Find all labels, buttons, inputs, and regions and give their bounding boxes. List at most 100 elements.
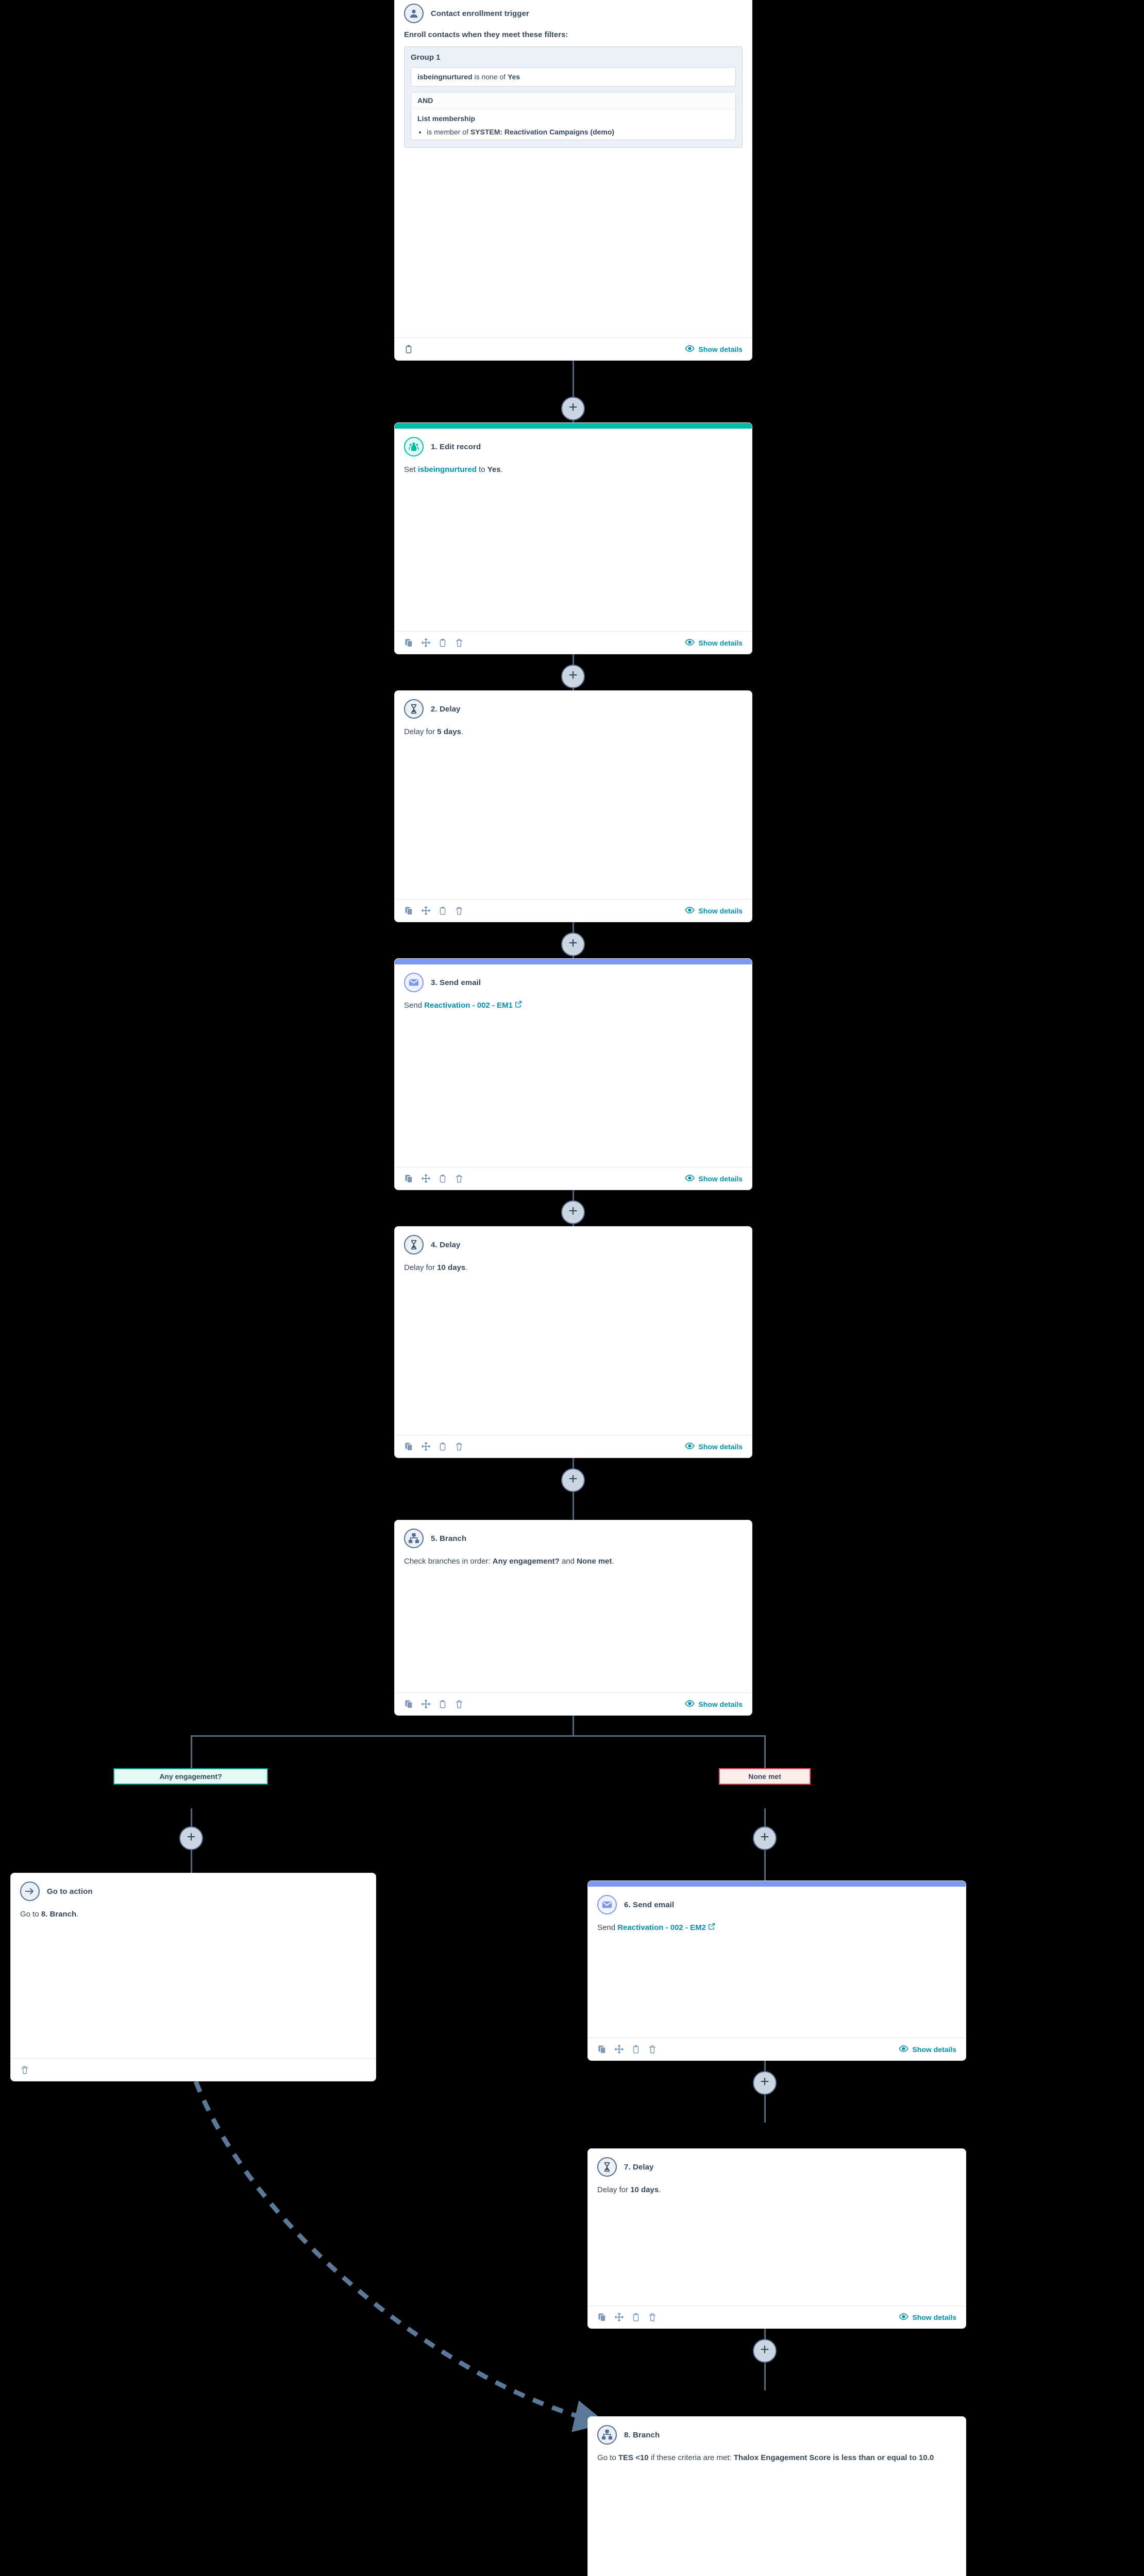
inline-emphasis: 10 days xyxy=(630,2185,659,2194)
inline-text: Send xyxy=(597,1923,618,1932)
clipboard-icon[interactable] xyxy=(438,1442,447,1451)
inline-link[interactable]: Reactivation - 002 - EM2 xyxy=(617,1923,706,1932)
inline-text: . xyxy=(659,2185,661,2194)
card-description: Delay for 5 days. xyxy=(404,726,743,738)
criterion-operator: is none of xyxy=(472,73,508,81)
show-details-label: Show details xyxy=(698,345,743,353)
branch-label-none-met-5[interactable]: None met xyxy=(719,1768,811,1785)
show-details-label: Show details xyxy=(698,1442,743,1451)
add-step-after-3[interactable]: + xyxy=(561,1200,585,1224)
duplicate-icon[interactable] xyxy=(404,638,414,648)
filter-group: Group 1 isbeingnurtured is none of Yes A… xyxy=(404,46,743,148)
move-icon[interactable] xyxy=(421,638,431,648)
move-icon[interactable] xyxy=(421,1699,431,1709)
trash-icon[interactable] xyxy=(455,638,464,648)
trigger-card[interactable]: Contact enrollment trigger Enroll contac… xyxy=(394,0,752,361)
clipboard-icon[interactable] xyxy=(631,2313,641,2322)
trigger-header: Contact enrollment trigger xyxy=(404,4,743,23)
card-footer: Show details xyxy=(395,1167,752,1190)
add-step-branch5-left[interactable]: + xyxy=(179,1826,203,1850)
inline-emphasis: 8. Branch xyxy=(41,1910,77,1919)
card-title: 6. Send email xyxy=(624,1900,675,1909)
show-details-button[interactable]: Show details xyxy=(899,2044,956,2055)
criterion-property: isbeingnurtured xyxy=(417,73,473,81)
card-title: 7. Delay xyxy=(624,2162,654,2172)
inline-link[interactable]: isbeingnurtured xyxy=(417,465,477,474)
inline-emphasis: TES <10 xyxy=(618,2453,649,2462)
trash-icon[interactable] xyxy=(455,1700,464,1709)
clipboard-icon[interactable] xyxy=(438,906,447,916)
add-step-after-7[interactable]: + xyxy=(753,2339,777,2363)
clipboard-icon[interactable] xyxy=(438,638,447,648)
duplicate-icon[interactable] xyxy=(597,2312,607,2322)
branch-label-text: None met xyxy=(748,1772,781,1781)
eye-icon xyxy=(899,2312,909,2323)
add-step-after-1[interactable]: + xyxy=(561,665,585,688)
eye-icon xyxy=(685,1699,695,1710)
duplicate-icon[interactable] xyxy=(404,1442,414,1451)
move-icon[interactable] xyxy=(421,1174,431,1183)
add-step-branch5-right[interactable]: + xyxy=(753,1826,777,1850)
trash-icon[interactable] xyxy=(648,2045,657,2054)
inline-link[interactable]: Reactivation - 002 - EM1 xyxy=(424,1001,513,1010)
card-title: 4. Delay xyxy=(431,1240,461,1249)
inline-text: Delay for xyxy=(404,727,438,736)
move-icon[interactable] xyxy=(421,906,431,916)
show-details-button[interactable]: Show details xyxy=(685,905,743,917)
branch-label-any-engagement[interactable]: Any engagement? xyxy=(113,1768,268,1785)
duplicate-icon[interactable] xyxy=(597,2044,607,2054)
card-footer: Show details xyxy=(395,1692,752,1715)
move-icon[interactable] xyxy=(614,2044,624,2054)
add-step-after-2[interactable]: + xyxy=(561,933,585,956)
clipboard-icon[interactable] xyxy=(438,1700,447,1709)
card-title: 8. Branch xyxy=(624,2430,660,2439)
move-icon[interactable] xyxy=(614,2312,624,2322)
card-description: Send Reactivation - 002 - EM1 xyxy=(404,999,743,1011)
show-details-button-trigger[interactable]: Show details xyxy=(685,344,743,355)
add-step-after-4[interactable]: + xyxy=(561,1468,585,1492)
card-footer xyxy=(11,2058,376,2081)
clipboard-icon[interactable] xyxy=(404,345,413,354)
show-details-button[interactable]: Show details xyxy=(685,1173,743,1184)
card-description: Delay for 10 days. xyxy=(597,2184,956,2196)
trash-icon[interactable] xyxy=(455,906,464,916)
arrow-right-circle-icon xyxy=(20,1882,40,1901)
trash-icon[interactable] xyxy=(648,2313,657,2322)
clipboard-icon[interactable] xyxy=(631,2045,641,2054)
inline-text: and xyxy=(559,1557,577,1566)
filter-criterion[interactable]: isbeingnurtured is none of Yes xyxy=(411,67,736,87)
branch-icon xyxy=(597,2425,617,2445)
clipboard-icon[interactable] xyxy=(438,1174,447,1183)
filter-list: is member of SYSTEM: Reactivation Campai… xyxy=(417,127,729,138)
move-icon[interactable] xyxy=(421,1442,431,1451)
inline-text: Delay for xyxy=(404,1263,438,1272)
duplicate-icon[interactable] xyxy=(404,1174,414,1183)
connector-5-to-split xyxy=(573,1716,574,1736)
add-step-after-6[interactable]: + xyxy=(753,2071,777,2095)
card-description: Go to 8. Branch. xyxy=(20,1908,366,1920)
duplicate-icon[interactable] xyxy=(404,906,414,916)
plus-icon: + xyxy=(568,1202,578,1219)
trash-icon[interactable] xyxy=(455,1174,464,1183)
show-details-button[interactable]: Show details xyxy=(685,1699,743,1710)
duplicate-icon[interactable] xyxy=(404,1699,414,1709)
card-description: Send Reactivation - 002 - EM2 xyxy=(597,1922,956,1934)
add-step-after-trigger[interactable]: + xyxy=(561,397,585,420)
list-item-value: SYSTEM: Reactivation Campaigns (demo) xyxy=(470,128,615,136)
trash-icon[interactable] xyxy=(455,1442,464,1451)
inline-emphasis: Yes xyxy=(487,465,501,474)
show-details-button[interactable]: Show details xyxy=(899,2312,956,2323)
trash-icon[interactable] xyxy=(20,2065,29,2075)
show-details-button[interactable]: Show details xyxy=(685,637,743,649)
show-details-button[interactable]: Show details xyxy=(685,1441,743,1452)
